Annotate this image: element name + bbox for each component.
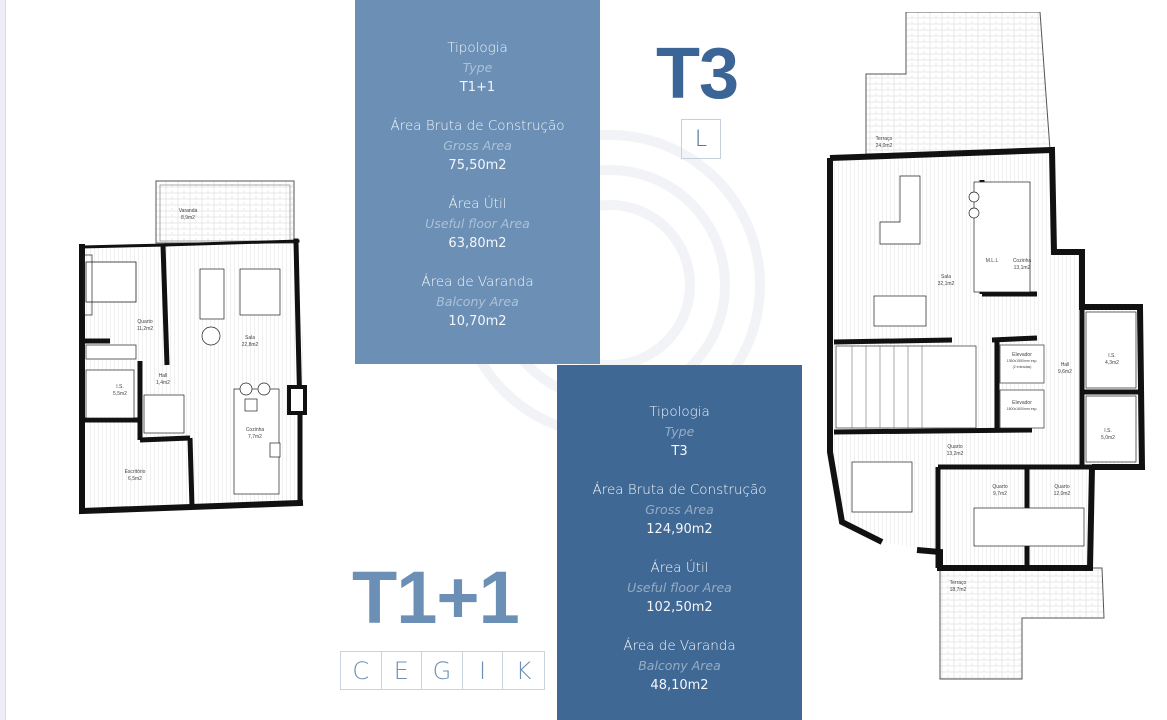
useful-area-value: 63,80m2	[448, 236, 507, 251]
svg-text:8,9m2: 8,9m2	[181, 215, 195, 221]
svg-text:Quarto: Quarto	[1054, 484, 1070, 490]
svg-text:9,6m2: 9,6m2	[1058, 369, 1072, 375]
svg-text:I.S.: I.S.	[1104, 428, 1112, 434]
svg-text:1,4m2: 1,4m2	[156, 380, 170, 386]
svg-text:Cozinha: Cozinha	[1013, 258, 1032, 264]
svg-text:Hall: Hall	[1061, 362, 1070, 368]
svg-text:24,0m2: 24,0m2	[876, 143, 893, 149]
t1-1-unit-letters: C E G I K	[340, 651, 545, 690]
gross-area-label: Área Bruta de Construção	[592, 482, 767, 498]
type-label: Tipologia	[649, 404, 710, 420]
t3-title: T3	[656, 34, 739, 114]
unit-letter: C	[341, 652, 382, 689]
t1-1-floor-plan: Varanda 8,9m2 Quarto 11,2m2 Sala 22,8m2 …	[79, 180, 307, 515]
svg-text:Quarto: Quarto	[947, 444, 963, 450]
svg-text:5,5m2: 5,5m2	[113, 391, 127, 397]
svg-text:13,2m2: 13,2m2	[947, 451, 964, 457]
svg-text:Quarto: Quarto	[992, 484, 1008, 490]
balcony-area-sub: Balcony Area	[436, 294, 519, 309]
gross-area-group: Área Bruta de Construção Gross Area 124,…	[557, 480, 802, 540]
svg-text:Terraço: Terraço	[876, 136, 893, 142]
balcony-area-value: 48,10m2	[650, 678, 709, 693]
svg-text:18,7m2: 18,7m2	[950, 587, 967, 593]
balcony-area-value: 10,70m2	[448, 314, 507, 329]
svg-text:11,2m2: 11,2m2	[137, 326, 154, 332]
gross-area-sub: Gross Area	[443, 138, 512, 153]
balcony-area-sub: Balcony Area	[638, 658, 721, 673]
svg-text:22,8m2: 22,8m2	[242, 342, 259, 348]
svg-text:1800x1600mm esp.: 1800x1600mm esp.	[1007, 407, 1038, 411]
useful-area-label: Área Útil	[650, 560, 709, 576]
svg-text:12,0m2: 12,0m2	[1054, 491, 1071, 497]
type-group: Tipologia Type T1+1	[355, 38, 600, 98]
unit-letter: K	[515, 656, 532, 685]
useful-area-group: Área Útil Useful floor Area 102,50m2	[557, 558, 802, 618]
t3-info-panel: Tipologia Type T3 Área Bruta de Construç…	[557, 365, 802, 720]
balcony-area-group: Área de Varanda Balcony Area 10,70m2	[355, 272, 600, 332]
t1-1-title: T1+1	[352, 556, 520, 639]
svg-text:7,7m2: 7,7m2	[248, 434, 262, 440]
t3-unit-letter-badge: L	[681, 119, 721, 159]
type-group: Tipologia Type T3	[557, 402, 802, 462]
svg-text:Sala: Sala	[941, 274, 951, 280]
type-sub: Type	[664, 424, 695, 439]
unit-letter: I	[463, 652, 504, 689]
svg-text:Quarto: Quarto	[137, 319, 153, 325]
svg-text:1350x1550mm esp.: 1350x1550mm esp.	[1007, 359, 1038, 363]
svg-text:M.L.L: M.L.L	[986, 258, 999, 264]
svg-text:Escritório: Escritório	[125, 469, 146, 475]
svg-text:Sala: Sala	[245, 335, 255, 341]
balcony-area-label: Área de Varanda	[623, 638, 736, 654]
gross-area-sub: Gross Area	[645, 502, 714, 517]
balcony-area-label: Área de Varanda	[421, 274, 534, 290]
type-value: T1+1	[459, 80, 496, 95]
svg-text:I.S.: I.S.	[1108, 353, 1116, 359]
room-label: Varanda	[179, 208, 198, 214]
unit-letter: E	[382, 652, 423, 689]
svg-text:Hall: Hall	[159, 373, 168, 379]
svg-text:5,0m2: 5,0m2	[1101, 435, 1115, 441]
svg-text:6,5m2: 6,5m2	[128, 476, 142, 482]
svg-text:4,3m2: 4,3m2	[1105, 360, 1119, 366]
svg-text:32,1m2: 32,1m2	[938, 281, 955, 287]
gross-area-value: 124,90m2	[646, 522, 713, 537]
gross-area-value: 75,50m2	[448, 158, 507, 173]
type-label: Tipologia	[447, 40, 508, 56]
gross-area-group: Área Bruta de Construção Gross Area 75,5…	[355, 116, 600, 176]
useful-area-group: Área Útil Useful floor Area 63,80m2	[355, 194, 600, 254]
page-left-edge	[0, 0, 6, 720]
useful-area-value: 102,50m2	[646, 600, 713, 615]
gross-area-label: Área Bruta de Construção	[390, 118, 565, 134]
useful-area-sub: Useful floor Area	[627, 580, 732, 595]
type-value: T3	[671, 444, 688, 459]
type-sub: Type	[462, 60, 493, 75]
t3-floor-plan: Terraço 24,0m2 Sala 32,1m2 M.L.L Cozinha…	[827, 12, 1146, 680]
useful-area-sub: Useful floor Area	[425, 216, 530, 231]
unit-letter: G	[422, 652, 463, 689]
svg-text:(2 entradas): (2 entradas)	[1013, 365, 1032, 369]
svg-text:I.S.: I.S.	[116, 384, 124, 390]
svg-text:9,7m2: 9,7m2	[993, 491, 1007, 497]
svg-text:Elevador: Elevador	[1012, 400, 1032, 406]
svg-text:Terraço: Terraço	[950, 580, 967, 586]
useful-area-label: Área Útil	[448, 196, 507, 212]
svg-text:Elevador: Elevador	[1012, 352, 1032, 358]
t1-1-info-panel: Tipologia Type T1+1 Área Bruta de Constr…	[355, 0, 600, 364]
balcony-area-group: Área de Varanda Balcony Area 48,10m2	[557, 636, 802, 696]
svg-text:Cozinha: Cozinha	[246, 427, 265, 433]
svg-text:13,1m2: 13,1m2	[1014, 265, 1031, 271]
